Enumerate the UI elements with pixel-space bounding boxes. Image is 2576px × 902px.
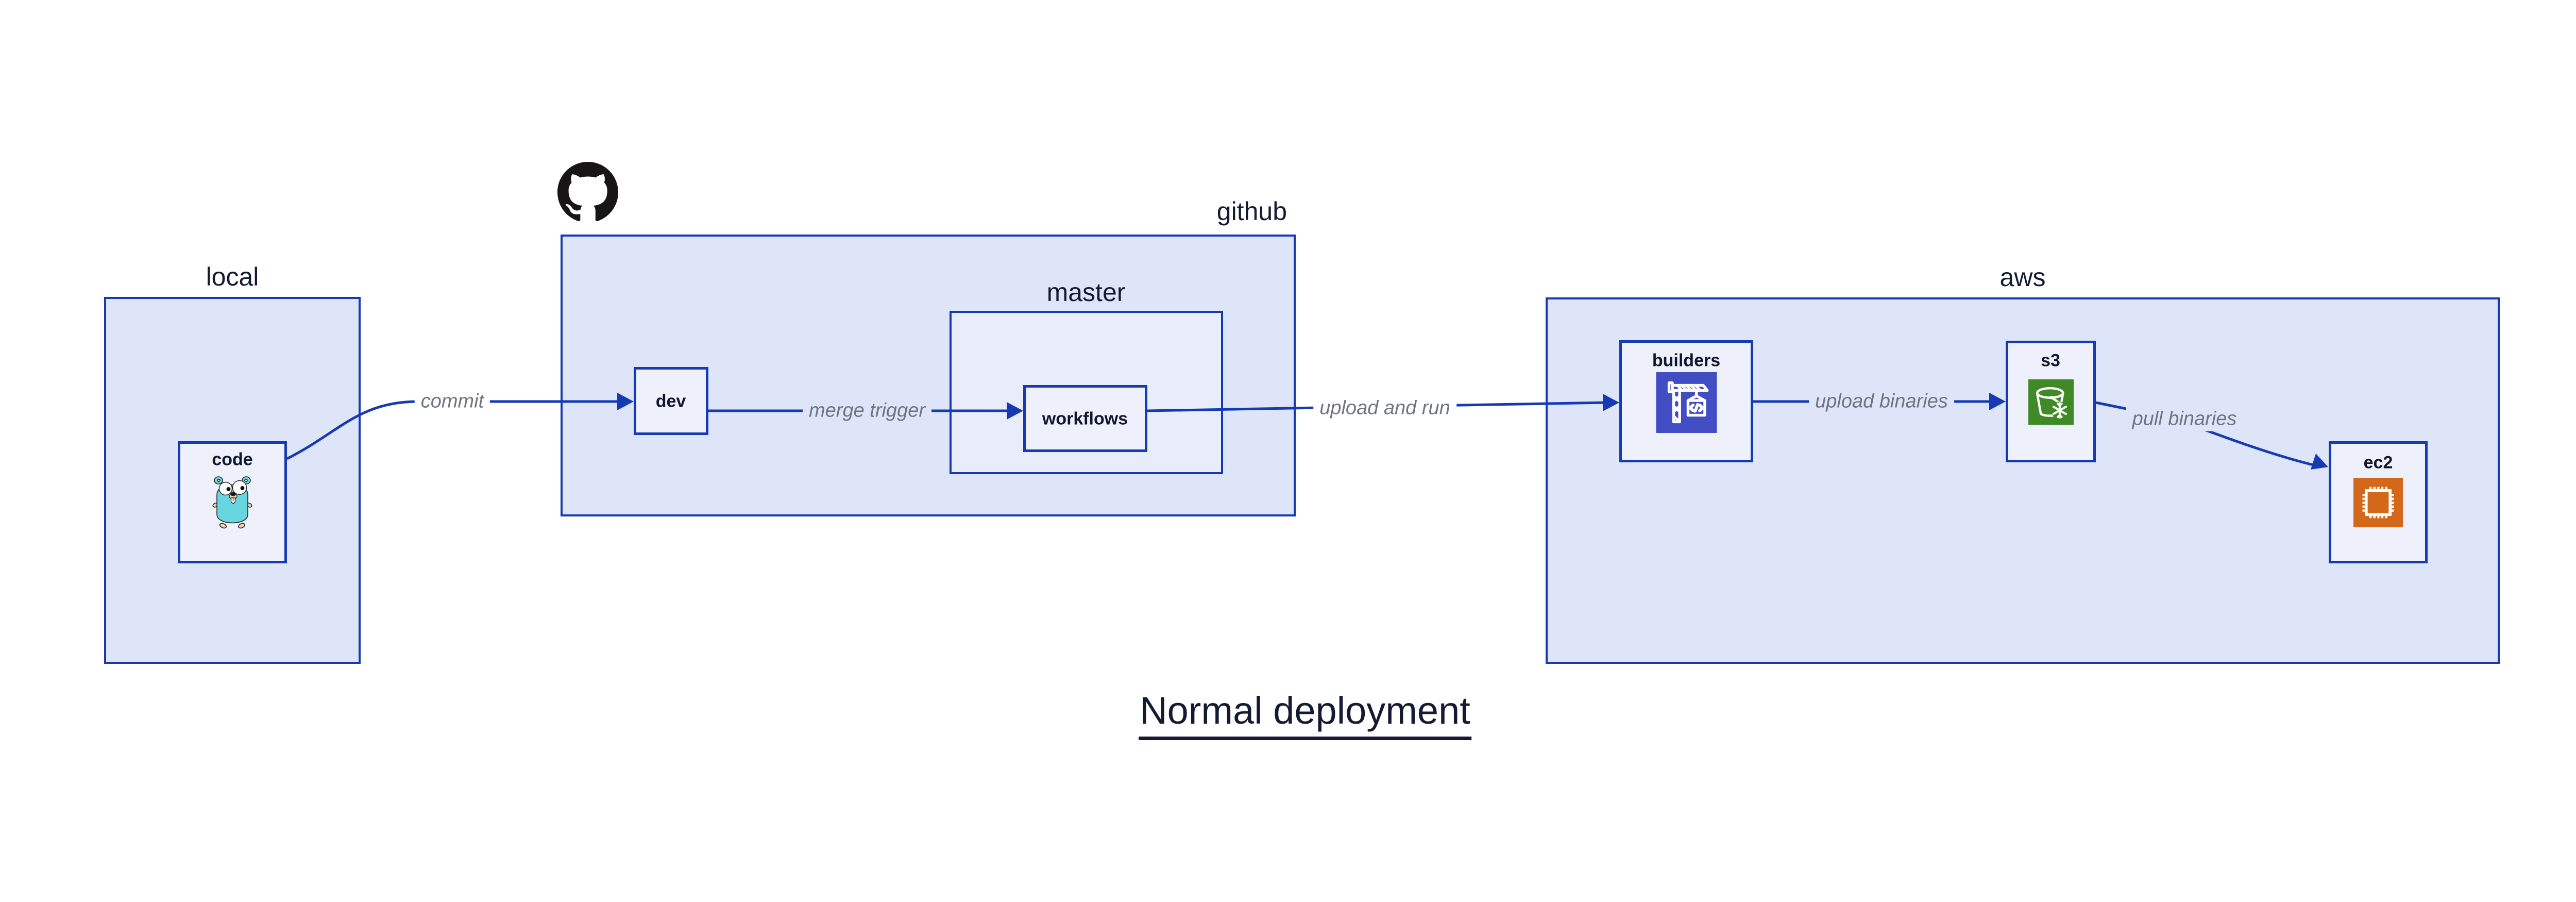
pull-binaries-edge-label: pull binaries — [2126, 407, 2243, 431]
ec2-node-label: ec2 — [2363, 453, 2393, 473]
ec2-chip-icon — [2353, 478, 2403, 527]
aws-group-label: aws — [1999, 263, 2046, 292]
go-gopher-icon — [212, 472, 253, 530]
upload-and-run-edge-label: upload and run — [1313, 396, 1456, 421]
commit-edge-label: commit — [414, 389, 490, 414]
node-workflows — [1023, 385, 1147, 452]
node-ec2 — [2329, 441, 2428, 563]
builders-node-label: builders — [1652, 350, 1721, 371]
upload-binaries-edge-label: upload binaries — [1809, 389, 1954, 414]
code-node-label: code — [212, 449, 253, 470]
s3-bucket-icon — [2028, 379, 2074, 425]
dev-node-label: dev — [655, 391, 686, 411]
master-group-label: master — [1046, 278, 1126, 307]
github-octocat-logo-icon — [557, 162, 618, 223]
merge-trigger-edge-label: merge trigger — [803, 398, 931, 423]
local-group-label: local — [206, 262, 259, 291]
diagram-title: Normal deployment — [1139, 689, 1471, 740]
node-dev — [634, 367, 708, 435]
workflows-node-label: workflows — [1042, 409, 1128, 429]
github-group-label: github — [1216, 197, 1287, 226]
codebuild-crane-icon — [1656, 372, 1717, 433]
s3-node-label: s3 — [2041, 350, 2060, 371]
